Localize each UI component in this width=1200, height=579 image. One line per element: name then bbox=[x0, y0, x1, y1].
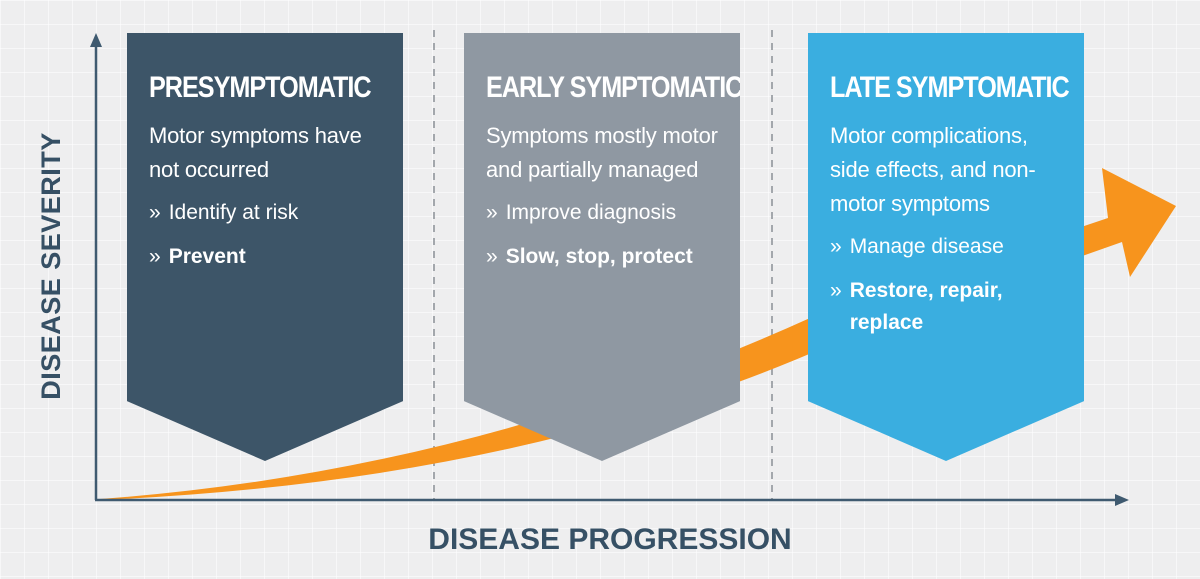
stage-title: PRESYMPTOMATIC bbox=[149, 71, 372, 104]
stage-goal-text: Improve diagnosis bbox=[505, 201, 677, 224]
stage-description: Motor symptoms have not occurred bbox=[149, 123, 362, 182]
x-axis-arrowhead bbox=[1115, 494, 1129, 506]
bullet-mark: » bbox=[149, 201, 161, 224]
stage-goal: » Identify at risk bbox=[149, 197, 381, 229]
bullet-mark: » bbox=[486, 245, 498, 268]
stage-goal: » Slow, stop, protect bbox=[486, 241, 718, 273]
stage-goal-text: Manage disease bbox=[849, 235, 1004, 258]
stage-card-presymptomatic: PRESYMPTOMATIC Motor symptoms have not o… bbox=[127, 33, 403, 461]
stage-goal: » Manage disease bbox=[830, 231, 1062, 263]
stage-goal: » Restore, repair, replace bbox=[830, 275, 1062, 339]
bullet-mark: » bbox=[149, 245, 161, 268]
stage-card-late-symptomatic: LATE SYMPTOMATIC Motor complications, si… bbox=[808, 33, 1084, 461]
stage-goal-text: Slow, stop, protect bbox=[505, 245, 693, 268]
stage-title: LATE SYMPTOMATIC bbox=[830, 71, 1070, 104]
y-axis-label: DISEASE SEVERITY bbox=[36, 132, 66, 400]
stage-goal-text: Identify at risk bbox=[168, 201, 299, 224]
y-axis-arrowhead bbox=[90, 33, 102, 47]
stage-card-early-symptomatic: EARLY SYMPTOMATIC Symptoms mostly motor … bbox=[464, 33, 740, 461]
stage-description: Motor complications, side effects, and n… bbox=[830, 123, 1036, 216]
bullet-mark: » bbox=[486, 201, 498, 224]
stage-goal-text: Prevent bbox=[168, 245, 246, 268]
stage-goal: » Improve diagnosis bbox=[486, 197, 718, 229]
bullet-mark: » bbox=[830, 279, 842, 302]
bullet-mark: » bbox=[830, 235, 842, 258]
stage-title: EARLY SYMPTOMATIC bbox=[486, 71, 743, 104]
stage-description: Symptoms mostly motor and partially mana… bbox=[486, 123, 718, 182]
x-axis-label: DISEASE PROGRESSION bbox=[428, 523, 792, 556]
stage-goal-text: Restore, repair, replace bbox=[849, 279, 1003, 334]
stage-goal: » Prevent bbox=[149, 241, 381, 273]
